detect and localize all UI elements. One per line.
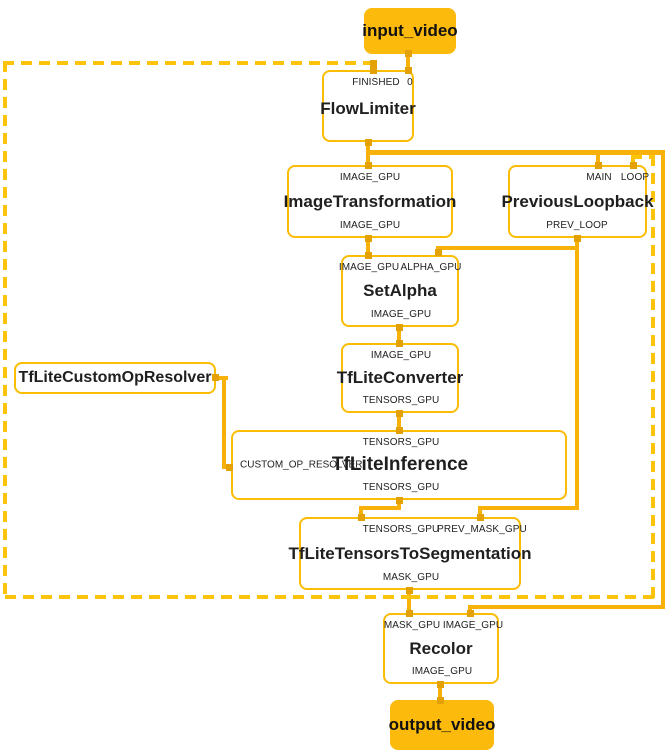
backedge-right-vertical xyxy=(651,155,655,599)
port-marker-setalpha-alpha xyxy=(435,249,442,256)
port-marker-recolor-image xyxy=(467,610,474,617)
node-flow-limiter[interactable]: FINISHED 0 FlowLimiter xyxy=(320,70,416,142)
port-label-tensors-gpu-out: TENSORS_GPU xyxy=(362,482,440,493)
backedge-top-to-loop xyxy=(631,155,655,159)
port-label-tensors-gpu-out: TENSORS_GPU xyxy=(362,395,440,406)
node-title-image-transformation: ImageTransformation xyxy=(283,191,457,211)
port-label-image-gpu-in: IMAGE_GPU xyxy=(370,350,432,361)
edge-prevloop-to-prevmask-horizontal xyxy=(478,506,579,510)
edge-inference-to-segmentation-drop xyxy=(359,506,363,517)
port-label-prev-loop: PREV_LOOP xyxy=(546,220,608,231)
terminal-input-video[interactable]: input_video xyxy=(362,8,458,54)
terminal-output-video[interactable]: output_video xyxy=(388,700,496,750)
port-label-tensors-gpu-in: TENSORS_GPU xyxy=(362,437,440,448)
port-marker-segmentation-prevmask xyxy=(477,514,484,521)
port-label-mask-gpu-out: MASK_GPU xyxy=(382,572,440,583)
edge-resolver-vertical xyxy=(222,376,226,469)
port-marker-inference-resolver xyxy=(226,464,233,471)
port-marker-imagetransformation-in xyxy=(365,162,372,169)
port-marker-recolor-mask xyxy=(406,610,413,617)
node-tflite-inference[interactable]: TENSORS_GPU CUSTOM_OP_RESOLVER TfLiteInf… xyxy=(231,430,567,500)
port-marker-flowlimiter-out xyxy=(365,139,372,146)
port-label-loop: LOOP xyxy=(620,172,650,183)
port-marker-resolver-out xyxy=(212,374,219,381)
port-marker-converter-out xyxy=(396,410,403,417)
port-marker-setalpha-image xyxy=(365,252,372,259)
port-label-image-gpu-out: IMAGE_GPU xyxy=(339,220,401,231)
port-label-zero: 0 xyxy=(407,77,413,88)
port-label-main: MAIN xyxy=(586,172,612,183)
node-title-recolor: Recolor xyxy=(409,638,473,658)
port-label-image-gpu-in: IMAGE_GPU xyxy=(338,262,400,273)
port-marker-converter-in xyxy=(396,340,403,347)
port-marker-inference-in xyxy=(396,427,403,434)
node-tflite-tensors-to-segmentation[interactable]: TENSORS_GPU PREV_MASK_GPU TfLiteTensorsT… xyxy=(288,517,532,590)
port-marker-finished-bend xyxy=(370,60,377,67)
port-label-tensors-gpu-in: TENSORS_GPU xyxy=(362,524,440,535)
port-label-image-gpu-in: IMAGE_GPU xyxy=(442,620,504,631)
node-tflite-custom-op-resolver[interactable]: TfLiteCustomOpResolver xyxy=(14,362,216,394)
terminal-input-video-label: input_video xyxy=(362,21,458,40)
port-label-prev-mask-gpu-in: PREV_MASK_GPU xyxy=(437,524,527,535)
edge-throttled-to-recolor-drop xyxy=(468,605,472,613)
node-recolor[interactable]: MASK_GPU IMAGE_GPU Recolor IMAGE_GPU xyxy=(383,613,503,684)
node-title-flow-limiter: FlowLimiter xyxy=(320,98,416,118)
edge-recolor-to-outputvideo xyxy=(438,684,442,700)
backedge-left-vertical xyxy=(3,61,7,599)
edge-inference-jog-horizontal xyxy=(359,506,401,510)
node-set-alpha[interactable]: IMAGE_GPU ALPHA_GPU SetAlpha IMAGE_GPU xyxy=(338,255,462,327)
edge-mask-to-recolor xyxy=(407,590,411,613)
port-label-alpha-gpu-in: ALPHA_GPU xyxy=(400,262,462,273)
port-marker-segmentation-mask-out xyxy=(406,587,413,594)
edge-prevloop-vertical xyxy=(575,238,579,510)
node-title-tflite-tensors-to-segmentation: TfLiteTensorsToSegmentation xyxy=(288,543,532,563)
edge-imagetransformation-to-setalpha xyxy=(366,238,370,255)
edge-converter-to-inference xyxy=(397,413,401,430)
edge-setalpha-to-converter xyxy=(397,327,401,343)
port-marker-previousloopback-prevloop xyxy=(574,235,581,242)
edge-resolver-out-stub xyxy=(215,376,228,380)
backedge-mask-bottom-right xyxy=(409,595,657,599)
port-marker-flowlimiter-zero xyxy=(405,67,412,74)
backedge-loop-drop xyxy=(631,155,635,166)
node-previous-loopback[interactable]: MAIN LOOP PreviousLoopback PREV_LOOP xyxy=(501,165,654,238)
node-title-tflite-custom-op-resolver: TfLiteCustomOpResolver xyxy=(18,369,212,386)
edge-throttled-to-recolor-horizontal xyxy=(468,605,665,609)
backedge-mask-bottom-left xyxy=(5,595,409,599)
node-title-previous-loopback: PreviousLoopback xyxy=(501,191,654,211)
edge-throttled-right-vertical xyxy=(661,150,665,609)
port-marker-inputvideo-out xyxy=(405,50,412,57)
port-marker-previousloopback-loop xyxy=(630,162,637,169)
edge-throttled-main-horizontal xyxy=(366,150,665,155)
edge-prevloop-to-prevmask-drop xyxy=(478,506,482,517)
port-label-image-gpu-in: IMAGE_GPU xyxy=(339,172,401,183)
node-image-transformation[interactable]: IMAGE_GPU ImageTransformation IMAGE_GPU xyxy=(284,165,456,238)
port-marker-setalpha-out xyxy=(396,324,403,331)
terminal-output-video-label: output_video xyxy=(388,715,496,734)
node-title-set-alpha: SetAlpha xyxy=(363,281,437,300)
port-marker-inference-out xyxy=(396,497,403,504)
node-title-tflite-inference: TfLiteInference xyxy=(331,454,469,475)
edge-throttled-to-main-drop xyxy=(596,150,600,165)
edge-inference-out-drop xyxy=(397,500,401,510)
port-label-custom-op-resolver: CUSTOM_OP_RESOLVER xyxy=(240,459,363,471)
backedge-top-to-finished xyxy=(3,61,373,65)
port-marker-outputvideo-in xyxy=(437,697,444,704)
edge-inputvideo-to-flowlimiter xyxy=(406,53,410,70)
port-marker-segmentation-tensors xyxy=(358,514,365,521)
port-marker-flowlimiter-finished xyxy=(370,67,377,74)
node-tflite-converter[interactable]: IMAGE_GPU TfLiteConverter TENSORS_GPU xyxy=(337,343,463,413)
port-marker-recolor-out xyxy=(437,681,444,688)
port-marker-imagetransformation-out xyxy=(365,235,372,242)
port-label-image-gpu-out: IMAGE_GPU xyxy=(370,309,432,320)
port-label-mask-gpu-in: MASK_GPU xyxy=(383,620,441,631)
port-label-image-gpu-out: IMAGE_GPU xyxy=(411,666,473,677)
port-label-finished: FINISHED xyxy=(352,77,400,88)
node-title-tflite-converter: TfLiteConverter xyxy=(336,368,464,387)
port-marker-previousloopback-main xyxy=(595,162,602,169)
edge-prevloop-to-alpha-horizontal xyxy=(436,246,579,250)
